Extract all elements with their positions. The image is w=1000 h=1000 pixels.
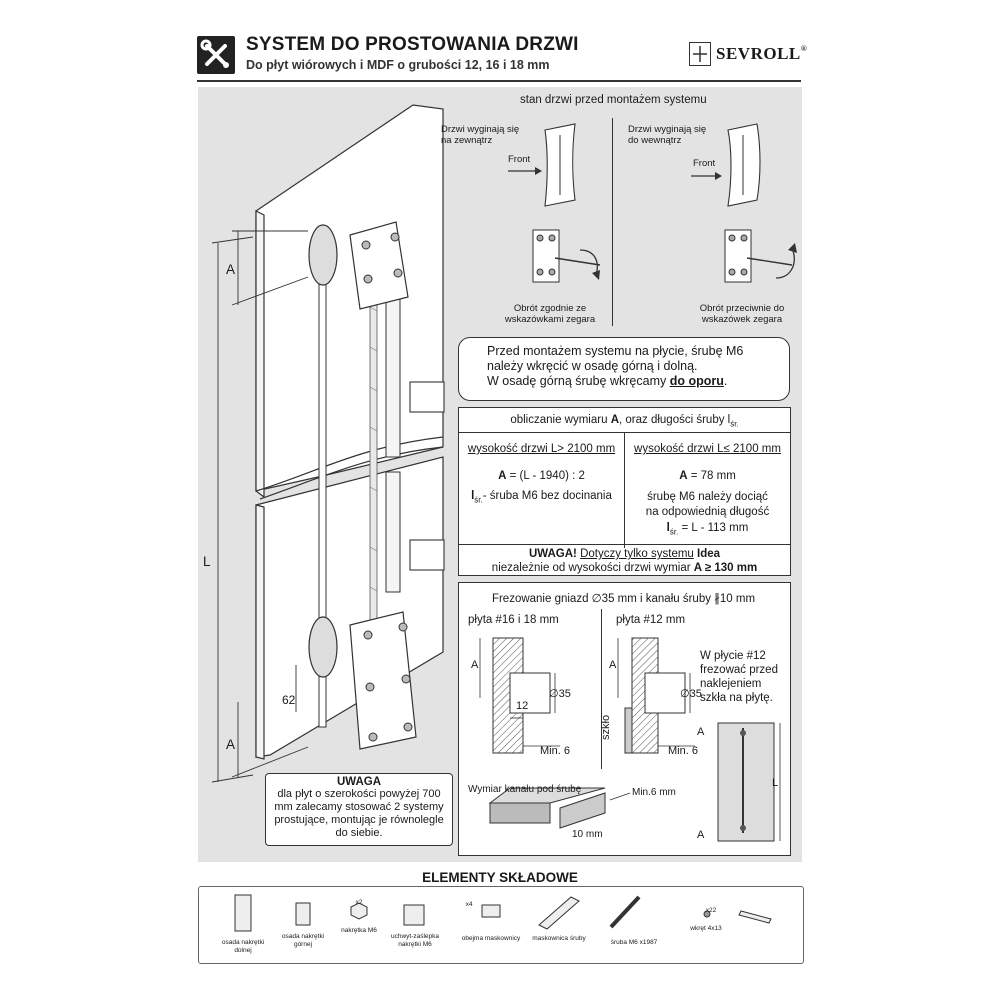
front-label-right: Front <box>693 158 716 169</box>
notice-box: Przed montażem systemu na płycie, śrubę … <box>458 337 790 401</box>
milling-left-12: 12 <box>516 700 529 712</box>
calc-right-formula: A = 78 mm <box>679 470 736 482</box>
calc-left-formula: A = (L - 1940) : 2 <box>498 470 585 482</box>
state-divider <box>612 118 613 326</box>
calc-right-head: wysokość drzwi L≤ 2100 mm <box>634 443 781 455</box>
milling-left-min6: Min. 6 <box>540 745 570 757</box>
channel-min6: Min.6 mm <box>632 787 676 798</box>
notice-line-3: W osadę górną śrubę wkręcamy do oporu. <box>487 374 728 388</box>
brand-logo: SEVROLL® <box>716 44 808 63</box>
milling-right-a: A <box>609 659 617 671</box>
width-warning-box: UWAGA dla płyt o szerokości powyżej 700 … <box>265 773 453 846</box>
tools-icon <box>197 36 235 74</box>
panel-a-bottom: A <box>697 829 705 841</box>
milling-note: W płycie #12 frezować przed naklejeniem … <box>700 650 778 704</box>
page-subtitle: Do płyt wiórowych i MDF o grubości 12, 1… <box>246 58 550 72</box>
front-label-left: Front <box>508 154 531 165</box>
part-label: wkręt 4x13 <box>690 925 722 932</box>
channel-caption: Wymiar kanału pod śrubę <box>468 784 582 795</box>
width-warning-title: UWAGA <box>336 776 382 788</box>
state-left-caption: Drzwi wyginają się na zewnątrz <box>441 124 520 146</box>
part-label: uchwyt-zaślepka nakrętki M6 <box>390 933 440 948</box>
milling-right-title: płyta #12 mm <box>616 614 686 626</box>
part-qty: x22 <box>705 907 717 914</box>
state-illustrations <box>508 123 797 283</box>
calc-table: obliczanie wymiaru A, oraz długości śrub… <box>458 407 791 576</box>
part-label: obejma maskownicy <box>461 935 521 942</box>
milling-right-min6: Min. 6 <box>668 745 698 757</box>
parts-panel: osada nakrętki dolnej osada nakrętki gór… <box>198 886 804 964</box>
channel-10mm: 10 mm <box>572 829 603 840</box>
calc-left-head: wysokość drzwi L> 2100 mm <box>467 443 616 455</box>
notice-line-2: należy wkręcić w osadę górną i dolną. <box>487 359 698 373</box>
milling-left-title: płyta #16 i 18 mm <box>468 614 559 626</box>
notice-line-1: Przed montażem systemu na płycie, śrubę … <box>487 344 744 358</box>
part-qty: x4 <box>465 901 473 908</box>
panel-l-label: L <box>772 777 779 789</box>
calc-heading: obliczanie wymiaru A, oraz długości śrub… <box>459 408 790 433</box>
part-label: osada nakrętki górnej <box>281 933 325 948</box>
width-warning-text: dla płyt o szerokości powyżej 700 mm zal… <box>274 788 444 839</box>
parts-illustrations <box>234 894 772 932</box>
page-title: SYSTEM DO PROSTOWANIA DRZWI <box>246 34 579 55</box>
part-label: nakrętka M6 <box>341 927 377 934</box>
panel-a-top: A <box>697 726 705 738</box>
dim-l-label: L <box>203 554 211 569</box>
brand-logo-icon <box>689 42 711 66</box>
state-right-caption: Drzwi wyginają się do wewnątrz <box>628 124 707 146</box>
milling-right-d35: ∅35 <box>680 688 702 700</box>
part-qty: x2 <box>355 899 363 906</box>
door-illustration <box>211 104 445 783</box>
state-heading: stan drzwi przed montażem systemu <box>520 94 707 106</box>
wrench-screwdriver-icon <box>200 39 229 68</box>
calc-warning: UWAGA! Dotyczy tylko systemu Idea niezal… <box>459 544 790 576</box>
calc-left-screw: lśr.- śruba M6 bez docinania <box>471 490 612 505</box>
milling-heading: Frezowanie gniazd ∅35 mm i kanału śruby … <box>491 593 756 605</box>
milling-divider <box>601 609 602 769</box>
milling-left-d35: ∅35 <box>549 688 571 700</box>
part-label: śruba M6 x1987 <box>610 939 658 946</box>
parts-title: ELEMENTY SKŁADOWE <box>422 870 578 885</box>
rotation-counterclockwise-label: Obrót przeciwnie do wskazówek zegara <box>699 303 785 325</box>
rotation-clockwise-label: Obrót zgodnie ze wskazówkami zegara <box>504 303 596 325</box>
glass-label: szkło <box>600 714 612 740</box>
dim-62-label: 62 <box>282 693 296 707</box>
part-label: maskownica śruby <box>532 935 586 942</box>
part-label: osada nakrętki dolnej <box>221 939 265 954</box>
milling-diagrams <box>479 637 781 842</box>
milling-left-a: A <box>471 659 479 671</box>
calc-right-screw: lśr. = L - 113 mm <box>666 522 749 537</box>
dim-a-bottom-label: A <box>226 737 236 752</box>
dim-a-top-label: A <box>226 262 236 277</box>
header-divider <box>197 80 801 82</box>
